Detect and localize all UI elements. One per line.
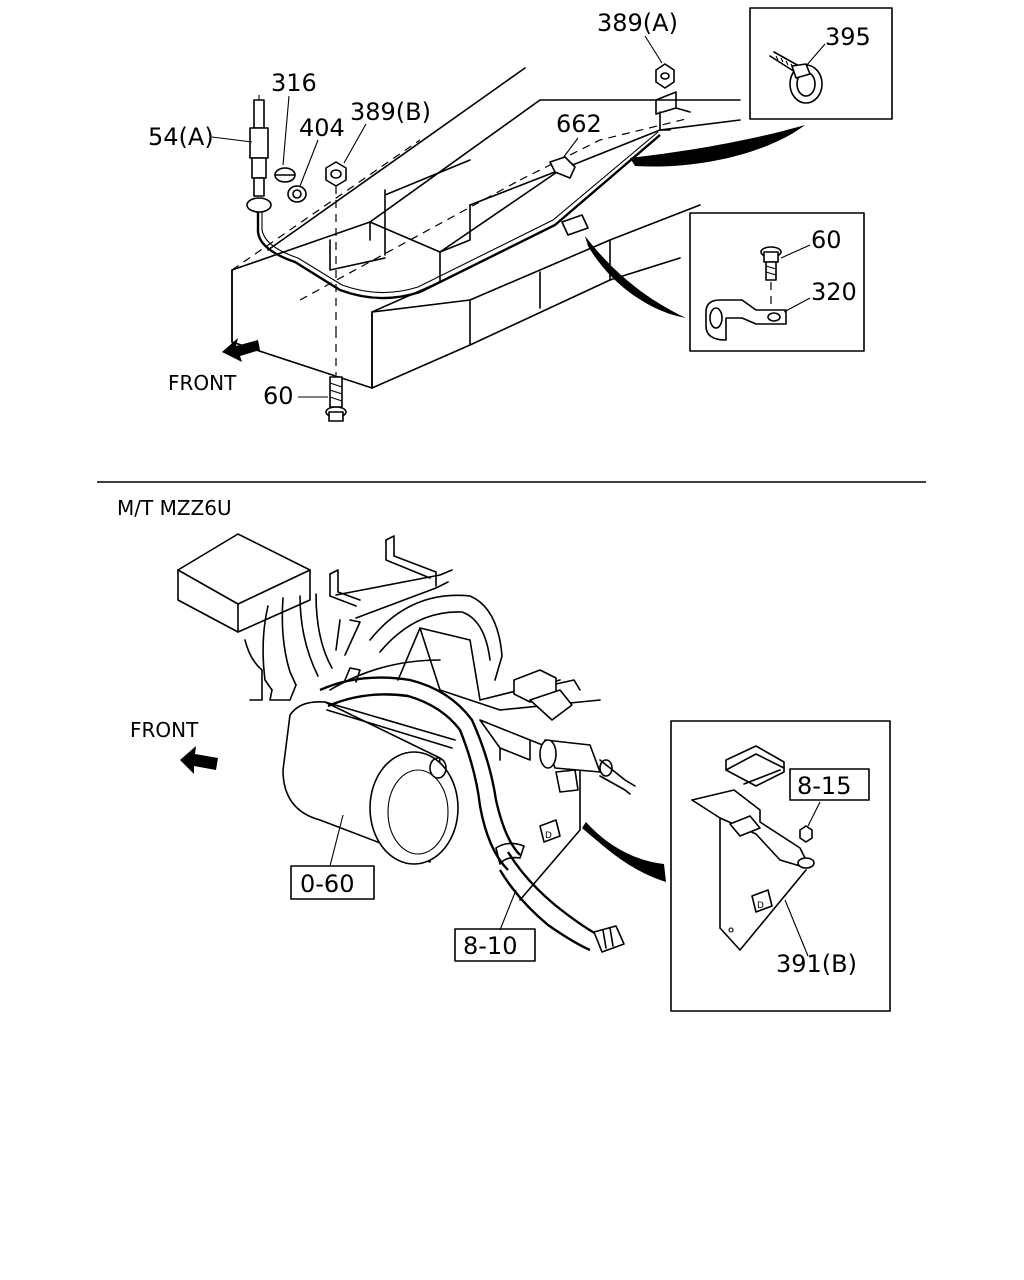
nut-389a [655,63,691,131]
detail-box-395 [749,7,893,120]
label-box-8-10 [454,928,536,962]
label-8-15: 8-15 [797,772,851,800]
callout-swoop-395 [630,125,805,167]
detail-box-60-320 [689,212,865,352]
clip-662 [549,156,576,179]
label-front-top: FRONT [168,371,237,395]
top-section: 54(A) 316 404 389(B) 389(A) 662 395 60 3… [148,7,893,422]
label-320: 320 [811,278,857,306]
label-395: 395 [825,23,871,51]
label-8-10: 8-10 [463,932,517,960]
label-box-0-60 [290,865,375,900]
label-404: 404 [299,114,345,142]
callout-swoop-320 [585,236,686,318]
callout-swoop-391 [582,822,666,882]
label-front-bottom: FRONT [130,718,199,742]
detail-box-391b: D [670,720,891,1012]
starter-motor [282,700,459,867]
svg-text:D: D [757,901,764,911]
label-389a: 389(A) [597,9,678,37]
label-662: 662 [556,110,602,138]
control-box [177,533,311,633]
label-389b: 389(B) [350,98,431,126]
label-316: 316 [271,69,317,97]
bottom-section: M/T MZZ6U [117,496,891,1012]
front-arrow-bottom [180,746,218,774]
cable-line [256,134,661,300]
section-heading: M/T MZZ6U [117,496,232,520]
label-391b: 391(B) [776,950,857,978]
bolt-60-bottom [325,330,347,422]
label-54a: 54(A) [148,123,214,151]
label-60-detail: 60 [811,226,842,254]
svg-text:D: D [545,831,552,841]
label-box-8-15 [789,768,870,801]
hose-group [244,593,361,701]
wire-harness [319,659,625,953]
clip-316 [274,167,296,183]
label-60-bottom: 60 [263,382,294,410]
transmission-housing [369,594,601,711]
front-arrow-top [222,338,260,362]
clamp-404 [287,185,307,203]
nut-389b [325,161,347,330]
label-0-60: 0-60 [300,870,354,898]
sensor-54a [246,95,272,213]
connector-bracket: D [479,669,636,901]
top-brackets [329,535,453,619]
frame-rail [231,67,741,389]
